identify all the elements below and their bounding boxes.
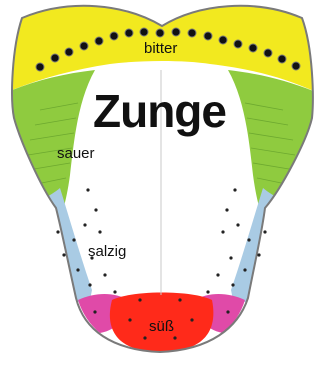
diagram-title: Zunge <box>93 84 226 138</box>
label-sauer: sauer <box>57 145 95 162</box>
label-bitter: bitter <box>144 40 177 57</box>
label-salzig: salzig <box>88 243 126 260</box>
label-suess: süß <box>149 318 174 335</box>
